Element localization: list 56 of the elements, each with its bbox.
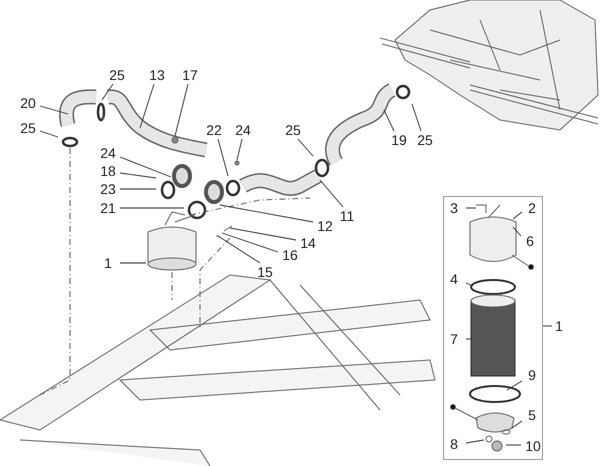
leader-line — [218, 236, 260, 264]
leader-line — [466, 282, 474, 286]
callout-number: 17 — [179, 67, 201, 83]
callout-number: 8 — [443, 436, 465, 452]
callout-number: 18 — [97, 163, 119, 179]
leader-line — [218, 138, 228, 176]
callout-number: 10 — [522, 438, 544, 454]
kit-frame — [443, 196, 543, 460]
leader-line — [236, 138, 242, 160]
callout-number: 6 — [519, 233, 541, 249]
leader-line — [40, 106, 68, 114]
callout-number: 13 — [146, 67, 168, 83]
leader-line — [120, 262, 146, 264]
leader-line — [298, 138, 314, 156]
callout-number: 24 — [97, 145, 119, 161]
leader-line — [512, 226, 522, 236]
callout-number: 20 — [17, 95, 39, 111]
leader-line — [140, 84, 154, 128]
leader-line — [412, 104, 422, 132]
leader-line — [512, 420, 522, 428]
leader-line — [120, 188, 156, 190]
callout-number: 1 — [97, 255, 119, 271]
callout-number: 1 — [548, 318, 570, 334]
leader-line — [506, 444, 522, 446]
leader-line — [512, 212, 522, 220]
callout-number: 5 — [521, 407, 543, 423]
callout-number: 25 — [282, 122, 304, 138]
leader-line — [222, 232, 278, 252]
callout-number: 9 — [521, 367, 543, 383]
callout-number: 2 — [521, 200, 543, 216]
callout-number: 4 — [443, 271, 465, 287]
callout-number: 22 — [203, 122, 225, 138]
callout-number: 25 — [17, 120, 39, 136]
leader-line — [102, 84, 114, 100]
leader-line — [384, 110, 394, 132]
leader-line — [466, 440, 484, 444]
leader-line — [230, 228, 296, 240]
leader-line — [174, 84, 188, 136]
leader-line — [506, 380, 522, 390]
leader-line — [120, 156, 172, 178]
leader-line — [120, 172, 156, 178]
callout-number: 15 — [254, 264, 276, 280]
callout-number: 25 — [414, 132, 436, 148]
callout-number: 7 — [443, 331, 465, 347]
leader-line — [220, 204, 314, 222]
callout-number: 19 — [388, 132, 410, 148]
callout-number: 25 — [106, 67, 128, 83]
callout-number: 23 — [97, 181, 119, 197]
leader-line — [40, 130, 58, 138]
callout-number: 24 — [232, 122, 254, 138]
leader-line — [466, 338, 472, 340]
callout-number: 3 — [443, 200, 465, 216]
callout-number: 12 — [314, 218, 336, 234]
callout-number: 21 — [97, 200, 119, 216]
leader-line — [320, 180, 344, 208]
callout-number: 11 — [336, 208, 358, 224]
